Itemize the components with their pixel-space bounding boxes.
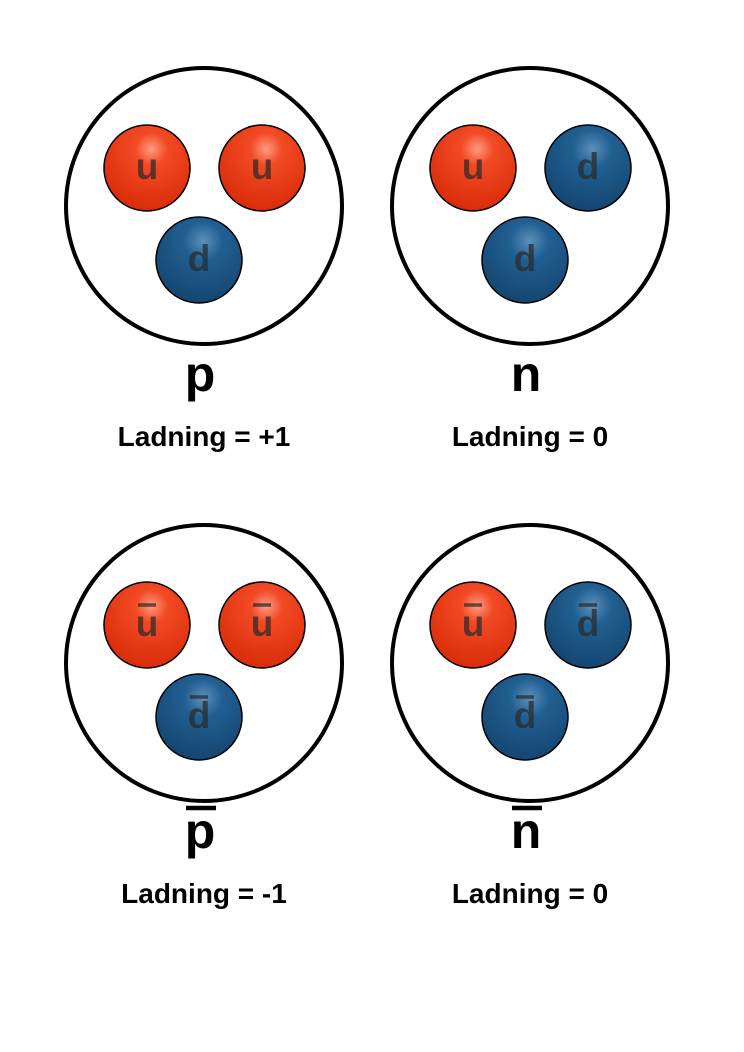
quark-letter: u	[251, 146, 274, 187]
anti-d-quark: d	[155, 673, 243, 761]
charge-label: Ladning = 0	[452, 421, 608, 452]
anti-u-quark: u	[429, 581, 517, 669]
quark-letter: u	[462, 146, 485, 187]
d-quark: d	[481, 216, 569, 304]
quark-letter: d	[514, 238, 537, 279]
particle-symbol: p	[185, 803, 216, 859]
anti-u-quark: u	[103, 581, 191, 669]
d-quark: d	[544, 124, 632, 212]
quark-letter: u	[136, 146, 159, 187]
particle-symbol: n	[511, 346, 542, 402]
quark-letter: u	[462, 603, 485, 644]
charge-label: Ladning = -1	[121, 878, 287, 909]
quark-ball	[103, 581, 191, 669]
quark-ball	[481, 216, 569, 304]
quark-ball	[544, 581, 632, 669]
charge-label: Ladning = +1	[118, 421, 291, 452]
quark-ball	[429, 581, 517, 669]
quark-ball	[103, 124, 191, 212]
anti-d-quark: d	[544, 581, 632, 669]
quark-ball	[155, 673, 243, 761]
u-quark: u	[429, 124, 517, 212]
quark-letter: u	[251, 603, 274, 644]
particle-symbol: n	[511, 803, 542, 859]
particle-symbol: p	[185, 346, 216, 402]
u-quark: u	[218, 124, 306, 212]
quark-letter: d	[577, 146, 600, 187]
quark-ball	[544, 124, 632, 212]
quark-letter: u	[136, 603, 159, 644]
quark-letter: d	[188, 695, 211, 736]
quark-ball	[218, 581, 306, 669]
charge-label: Ladning = 0	[452, 878, 608, 909]
quark-letter: d	[188, 238, 211, 279]
quark-ball	[429, 124, 517, 212]
anti-d-quark: d	[481, 673, 569, 761]
u-quark: u	[103, 124, 191, 212]
anti-u-quark: u	[218, 581, 306, 669]
quark-ball	[481, 673, 569, 761]
quark-letter: d	[577, 603, 600, 644]
quark-ball	[155, 216, 243, 304]
quark-letter: d	[514, 695, 537, 736]
quark-ball	[218, 124, 306, 212]
d-quark: d	[155, 216, 243, 304]
